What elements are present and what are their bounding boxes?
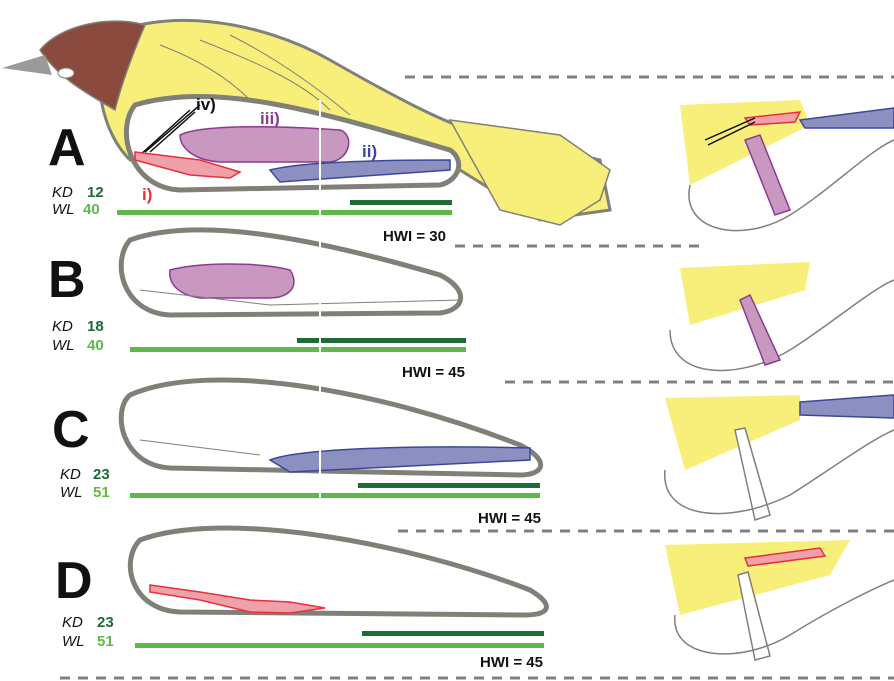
panel-d-wing xyxy=(127,525,549,618)
panel-b-labels: B KD 18 WL 40 HWI = 45 xyxy=(48,251,465,381)
panel-letter: C xyxy=(52,401,90,459)
wl-label: WL xyxy=(60,484,83,501)
wl-value: 40 xyxy=(83,201,100,218)
kd-value: 12 xyxy=(87,184,104,201)
wl-label: WL xyxy=(52,201,75,218)
kd-value: 23 xyxy=(97,614,114,631)
hwi-value: HWI = 30 xyxy=(383,228,446,245)
wing-insets xyxy=(664,100,894,661)
hwi-value: HWI = 45 xyxy=(478,510,541,527)
wl-value: 51 xyxy=(97,633,114,650)
panel-b-wing xyxy=(118,227,464,318)
label-iv: iv) xyxy=(196,95,216,114)
hwi-value: HWI = 45 xyxy=(480,654,543,671)
wl-label: WL xyxy=(62,633,85,650)
wl-value: 51 xyxy=(93,484,110,501)
length-bars xyxy=(117,100,544,648)
panel-letter: B xyxy=(48,251,86,309)
panel-d-labels: D KD 23 WL 51 HWI = 45 xyxy=(55,552,543,671)
label-iii: iii) xyxy=(260,109,280,128)
panel-a-labels: A KD 12 WL 40 HWI = 30 xyxy=(48,119,446,245)
kd-label: KD xyxy=(62,614,83,631)
panel-c-wing xyxy=(118,377,544,478)
kd-value: 23 xyxy=(93,466,110,483)
wl-value: 40 xyxy=(87,337,104,354)
hwi-value: HWI = 45 xyxy=(402,364,465,381)
dashed-separators xyxy=(60,75,894,680)
label-ii: ii) xyxy=(362,142,377,161)
kd-label: KD xyxy=(60,466,81,483)
kd-value: 18 xyxy=(87,318,104,335)
panel-c-labels: C KD 23 WL 51 HWI = 45 xyxy=(52,401,541,527)
kd-label: KD xyxy=(52,318,73,335)
kd-label: KD xyxy=(52,184,73,201)
panel-letter: D xyxy=(55,552,93,610)
panel-letter: A xyxy=(48,119,86,177)
label-i: i) xyxy=(142,185,152,204)
wl-label: WL xyxy=(52,337,75,354)
panel-a-wing xyxy=(124,94,462,193)
